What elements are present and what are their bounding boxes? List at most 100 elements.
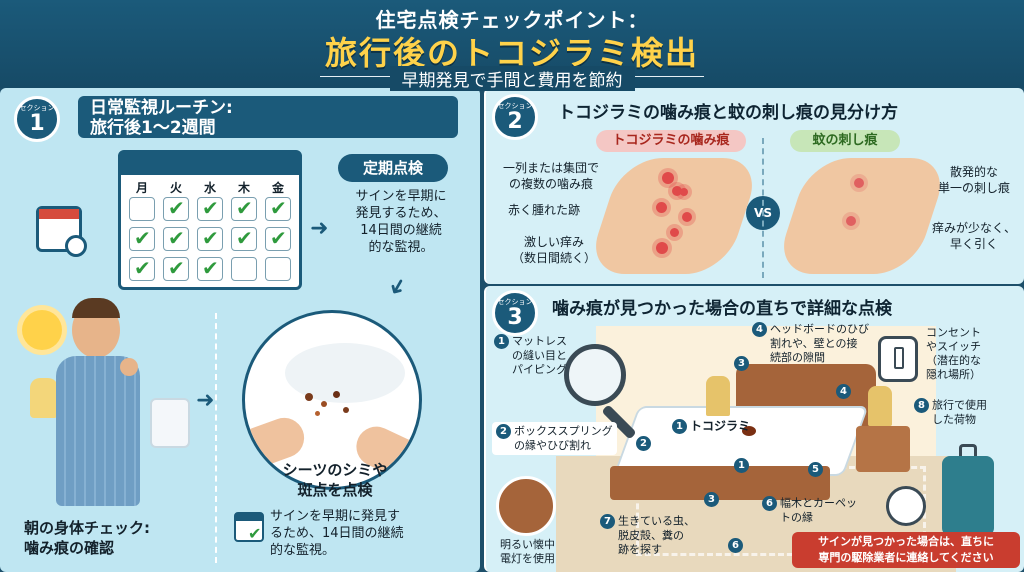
professional-warning: サインが見つかった場合は、直ちに 専門の駆除業者に連絡してください bbox=[792, 532, 1020, 568]
calendar-cell: ✔ bbox=[197, 226, 223, 251]
arm-mosquito-bites bbox=[773, 158, 951, 274]
calendar-cell bbox=[265, 257, 291, 281]
lamp-icon bbox=[30, 378, 58, 418]
check-icon: ✔ bbox=[270, 196, 287, 220]
arrow-down-icon: ➜ bbox=[381, 272, 413, 301]
arm-bedbug-bites bbox=[585, 158, 763, 274]
body-check-label: 朝の身体チェック: 噛み痕の確認 bbox=[24, 519, 150, 557]
title-line-2: 旅行後のトコジラミ検出 bbox=[324, 34, 699, 72]
calendar-cell: ✔ bbox=[231, 226, 257, 251]
calendar-cell: ✔ bbox=[129, 226, 155, 251]
flashlight-note: 明るい懐中 電灯を使用 bbox=[500, 538, 555, 565]
calendar-day-label: 月 bbox=[135, 181, 148, 195]
bed-marker: 6 bbox=[728, 538, 743, 553]
bite-mark bbox=[656, 202, 667, 213]
suitcase-icon bbox=[942, 444, 994, 536]
subtitle: 早期発見で手間と費用を節約 bbox=[389, 66, 635, 91]
calendar-cell: ✔ bbox=[163, 196, 189, 221]
calendar-day-label: 火 bbox=[169, 181, 182, 195]
calendar-clock-icon bbox=[36, 206, 87, 257]
mosquito-bite-mark bbox=[846, 216, 856, 226]
bite-mark bbox=[672, 186, 682, 196]
calendar-check-icon: ✔ bbox=[234, 512, 264, 543]
nightstand bbox=[856, 426, 910, 472]
note-cluster: 一列または集団で の複数の噛み痕 bbox=[502, 161, 599, 191]
sheet-inspection-circle bbox=[242, 310, 422, 490]
bed-marker: 3 bbox=[734, 356, 749, 371]
note-less-itch: 痒みが少なく、 早く引く bbox=[931, 221, 1016, 251]
left-lamp-icon bbox=[706, 376, 730, 416]
arrow-right-icon-2: ➜ bbox=[196, 388, 215, 413]
check-icon: ✔ bbox=[202, 196, 219, 220]
section-2-title: トコジラミの噛み痕と蚊の刺し痕の見分け方 bbox=[558, 103, 898, 123]
check-icon: ✔ bbox=[236, 196, 253, 220]
mosquito-bite-mark bbox=[854, 178, 864, 188]
section-1-badge: セクション 1 bbox=[14, 96, 60, 142]
bottom-text: サインを早期に発見す るため、14日間の継続 的な監視。 bbox=[270, 509, 404, 558]
check-icon: ✔ bbox=[168, 196, 185, 220]
calendar-cell bbox=[231, 257, 257, 281]
calendar-cell: ✔ bbox=[163, 256, 189, 281]
bed-frame bbox=[610, 466, 830, 500]
bed-marker: 1 bbox=[734, 458, 749, 473]
arrow-right-icon: ➜ bbox=[310, 216, 329, 241]
bedbug-icon bbox=[742, 426, 756, 436]
bed-marker: 3 bbox=[704, 492, 719, 507]
section-2-badge: セクション 2 bbox=[492, 94, 538, 140]
note-single-bite: 散発的な 単一の刺し痕 bbox=[937, 165, 1010, 195]
check-icon: ✔ bbox=[202, 226, 219, 250]
divider bbox=[215, 313, 217, 563]
section-3-title: 噛み痕が見つかった場合の直ちで詳細な点検 bbox=[552, 299, 892, 319]
check-icon: ✔ bbox=[202, 256, 219, 280]
check-icon: ✔ bbox=[236, 226, 253, 250]
calendar-cell: ✔ bbox=[231, 196, 257, 221]
calendar-day-label: 水 bbox=[203, 181, 216, 195]
magnifier-icon bbox=[564, 344, 626, 406]
bite-mark bbox=[656, 242, 668, 254]
baseboard-zoom-icon bbox=[886, 486, 926, 526]
bedbug-bite-pill: トコジラミの噛み痕 bbox=[596, 130, 746, 152]
routine-check-pill: 定期点検 bbox=[338, 154, 448, 182]
switch-icon bbox=[878, 336, 918, 382]
calendar-cell: ✔ bbox=[197, 196, 223, 221]
check-icon: ✔ bbox=[134, 256, 151, 280]
section-3-badge: セクション 3 bbox=[492, 290, 538, 336]
calendar-day-label: 金 bbox=[271, 181, 284, 195]
check-icon: ✔ bbox=[270, 226, 287, 250]
check-icon: ✔ bbox=[134, 226, 151, 250]
check-icon: ✔ bbox=[168, 226, 185, 250]
sun-icon bbox=[22, 310, 62, 350]
sheet-label: シーツのシミや 斑点を点検 bbox=[282, 461, 388, 499]
note-red-swelling: 赤く腫れた跡 bbox=[508, 203, 581, 217]
routine-check-text: サインを早期に 発見するため、 14日間の継続 的な監視。 bbox=[355, 189, 447, 255]
bed-icon bbox=[150, 398, 190, 448]
calendar-cell: ✔ bbox=[163, 226, 189, 251]
bite-mark bbox=[670, 228, 679, 237]
calendar-cell: ✔ bbox=[265, 226, 291, 251]
note-intense-itch: 激しい痒み （数日間続く） bbox=[511, 235, 596, 265]
bed-marker: 4 bbox=[836, 384, 851, 399]
right-lamp-icon bbox=[868, 386, 892, 426]
bed-marker: 2 bbox=[636, 436, 651, 451]
item-outlets: コンセント やスイッチ （潜在的な 隠れ場所） bbox=[926, 326, 981, 381]
title-line-1: 住宅点検チェックポイント： bbox=[375, 8, 649, 32]
section-1-title: 日常監視ルーチン: 旅行後1〜2週間 bbox=[90, 98, 233, 138]
section-1-panel: セクション 1 日常監視ルーチン: 旅行後1〜2週間 月 火 水 木 金 ✔ ✔ ✔ ✔ ✔ ✔ ✔… bbox=[0, 88, 480, 572]
mosquito-bite-pill: 蚊の刺し痕 bbox=[790, 130, 900, 152]
check-icon: ✔ bbox=[168, 256, 185, 280]
calendar-cell bbox=[129, 197, 155, 221]
calendar-day-label: 木 bbox=[237, 181, 250, 195]
calendar-cell: ✔ bbox=[129, 256, 155, 281]
box-spring-corner-icon bbox=[496, 476, 556, 536]
monitoring-calendar: 月 火 水 木 金 ✔ ✔ ✔ ✔ ✔ ✔ ✔ ✔ ✔ ✔ ✔ ✔ bbox=[118, 150, 302, 290]
bite-mark bbox=[682, 212, 692, 222]
bite-mark bbox=[680, 188, 688, 196]
calendar-cell: ✔ bbox=[265, 196, 291, 221]
